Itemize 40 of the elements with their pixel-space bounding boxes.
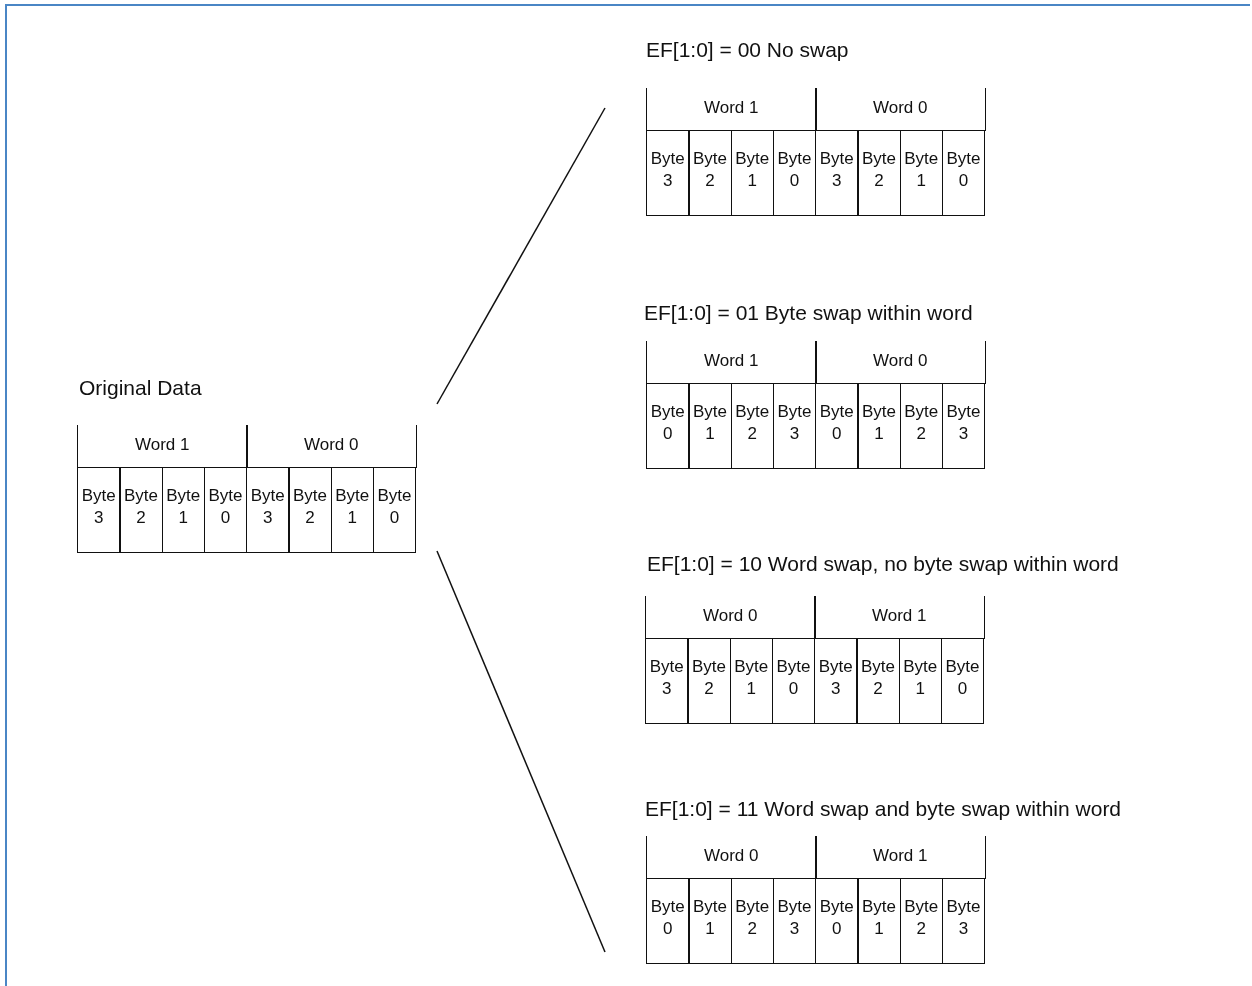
word-header-cell: Word 1 — [646, 88, 817, 131]
word-header-cell: Word 0 — [815, 88, 986, 131]
word-header-cell: Word 1 — [815, 836, 986, 879]
byte-cell: Byte 3 — [815, 129, 859, 216]
byte-cell: Byte 0 — [940, 637, 985, 724]
byte-cell: Byte 2 — [857, 129, 901, 216]
byte-cell: Byte 2 — [119, 466, 163, 553]
byte-cell: Byte 3 — [246, 466, 290, 553]
word-header-cell: Word 0 — [246, 425, 417, 468]
byte-cell: Byte 1 — [857, 877, 901, 964]
byte-cell: Byte 2 — [688, 129, 732, 216]
byte-cell: Byte 3 — [646, 129, 690, 216]
table-heading: EF[1:0] = 00 No swap — [646, 38, 849, 62]
byte-cell: Byte 0 — [815, 877, 859, 964]
word-header-cell: Word 0 — [645, 596, 816, 639]
word-header-cell: Word 0 — [646, 836, 817, 879]
word-header-cell: Word 1 — [814, 596, 985, 639]
byte-cell: Byte 3 — [814, 637, 858, 724]
byte-cell: Byte 1 — [688, 382, 732, 469]
byte-cell: Byte 3 — [645, 637, 689, 724]
byte-cell: Byte 3 — [941, 382, 986, 469]
word-header-cell: Word 1 — [646, 341, 817, 384]
byte-cell: Byte 1 — [857, 382, 901, 469]
byte-cell: Byte 2 — [687, 637, 731, 724]
table-heading: Original Data — [79, 376, 202, 400]
byte-cell: Byte 0 — [372, 466, 417, 553]
byte-cell: Byte 2 — [288, 466, 332, 553]
byte-cell: Byte 0 — [646, 877, 690, 964]
byte-cell: Byte 0 — [815, 382, 859, 469]
byte-cell: Byte 3 — [77, 466, 121, 553]
table-heading: EF[1:0] = 11 Word swap and byte swap within word — [645, 797, 1122, 821]
byte-cell: Byte 1 — [688, 877, 732, 964]
byte-cell: Byte 3 — [941, 877, 986, 964]
word-header-cell: Word 0 — [815, 341, 986, 384]
table-heading: EF[1:0] = 01 Byte swap within word — [644, 301, 973, 325]
byte-cell: Byte 2 — [856, 637, 900, 724]
word-header-cell: Word 1 — [77, 425, 248, 468]
byte-cell: Byte 0 — [941, 129, 986, 216]
byte-cell: Byte 0 — [646, 382, 690, 469]
table-heading: EF[1:0] = 10 Word swap, no byte swap within word — [647, 552, 1119, 576]
